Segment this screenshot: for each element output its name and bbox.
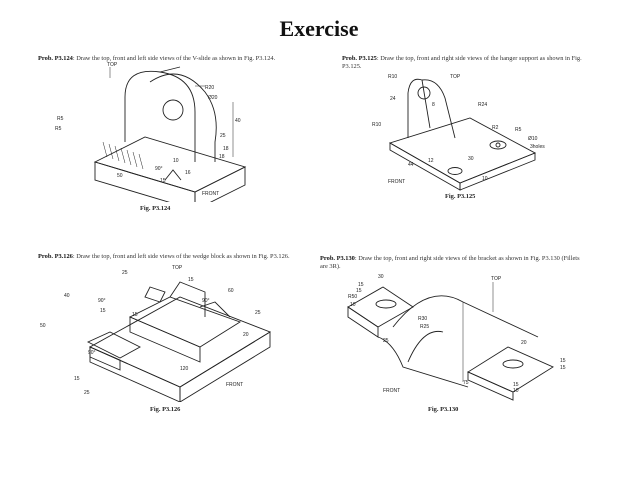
- problem-text: : Draw the top, front and left side view…: [72, 253, 290, 260]
- label-50: 50: [117, 173, 123, 179]
- label-15b: 15: [100, 308, 106, 314]
- label-10b: 10: [513, 388, 519, 394]
- label-front: FRONT: [202, 191, 219, 197]
- label-r10: R10: [388, 74, 397, 80]
- label-d20: Ø20: [208, 95, 218, 101]
- label-10: 10: [173, 158, 179, 164]
- page-title: Exercise: [279, 16, 359, 41]
- problem-id: Prob. P3.125: [342, 55, 377, 62]
- figure-caption: Fig. P3.126: [150, 406, 181, 413]
- problem-text: : Draw the top, front and left side view…: [72, 55, 276, 62]
- figure-caption: Fig. P3.130: [428, 406, 459, 413]
- label-r5b: R5: [55, 126, 62, 132]
- label-15c: 15: [132, 312, 138, 318]
- problem-text: : Draw the top, front and right side vie…: [342, 55, 582, 70]
- label-15: 15: [188, 277, 194, 283]
- label-r10b: R10: [372, 122, 381, 128]
- label-r50: R50: [348, 294, 357, 300]
- label-90c: 90°: [88, 350, 96, 356]
- label-75: 75: [463, 380, 469, 386]
- label-15b: 15: [356, 288, 362, 294]
- problem-text: : Draw the top, front and right side vie…: [320, 255, 580, 270]
- label-15: 15: [358, 282, 364, 288]
- label-60: 60: [228, 288, 234, 294]
- label-120: 120: [180, 366, 189, 372]
- problem-id: Prob. P3.126: [38, 253, 73, 260]
- label-r24: R24: [478, 102, 487, 108]
- label-30: 30: [468, 156, 474, 162]
- label-40: 40: [235, 118, 241, 124]
- label-r20: R20: [205, 85, 214, 91]
- label-top: TOP: [172, 265, 183, 271]
- problem-statement-p3-124: Prob. P3.124: Draw the top, front and le…: [38, 55, 278, 63]
- wedge-block-drawing: TOP 25 15 60 40 90° 90° 15 15 25 20 50 9…: [40, 265, 272, 402]
- label-50: 50: [40, 323, 46, 329]
- label-r25: R25: [420, 324, 429, 330]
- label-3holes: 3holes: [530, 144, 545, 150]
- problem-statement-p3-130: Prob. P3.130: Draw the top, front and ri…: [320, 255, 582, 270]
- label-12: 12: [428, 158, 434, 164]
- label-10: 10: [350, 302, 356, 308]
- label-24: 24: [390, 96, 396, 102]
- problem-statement-p3-125: Prob. P3.125: Draw the top, front and ri…: [342, 55, 582, 70]
- label-90a: 90°: [98, 298, 106, 304]
- bracket-drawing: TOP 30 15 15 R50 10 R30 R25 25 20 15 15 …: [347, 274, 566, 401]
- label-20: 20: [243, 332, 249, 338]
- label-front: FRONT: [383, 388, 400, 394]
- label-8: 8: [432, 102, 435, 108]
- label-25: 25: [383, 338, 389, 344]
- hanger-support-drawing: R10 TOP 24 8 R24 R10 R2 R5 Ø10 3holes 30…: [372, 74, 545, 191]
- label-40: 40: [64, 293, 70, 299]
- problem-statement-p3-126: Prob. P3.126: Draw the top, front and le…: [38, 253, 308, 261]
- figure-caption: Fig. P3.124: [140, 205, 171, 212]
- label-18b: 18: [219, 154, 225, 160]
- label-r30: R30: [418, 316, 427, 322]
- label-90b: 90°: [202, 298, 210, 304]
- label-15c: 15: [560, 358, 566, 364]
- label-top: TOP: [491, 276, 502, 282]
- label-r2: R2: [492, 125, 499, 131]
- label-25: 25: [122, 270, 128, 276]
- v-slide-drawing: TOP R20 Ø20 R5 R5 40 25 18 18 10 16 15 5…: [55, 62, 247, 202]
- label-30: 30: [378, 274, 384, 280]
- label-25b: 25: [255, 310, 261, 316]
- label-front: FRONT: [226, 382, 243, 388]
- label-top: TOP: [107, 62, 118, 68]
- label-18: 18: [223, 146, 229, 152]
- label-25c: 25: [84, 390, 90, 396]
- label-front: FRONT: [388, 179, 405, 185]
- label-16: 16: [185, 170, 191, 176]
- label-25: 25: [220, 133, 226, 139]
- label-20: 20: [521, 340, 527, 346]
- label-10b: 10: [482, 176, 488, 182]
- label-15d: 15: [560, 365, 566, 371]
- problem-id: Prob. P3.130: [320, 255, 355, 262]
- label-44: 44: [408, 162, 414, 168]
- label-r5: R5: [57, 116, 64, 122]
- label-15d: 15: [74, 376, 80, 382]
- label-d10: Ø10: [528, 136, 538, 142]
- label-top: TOP: [450, 74, 461, 80]
- label-15e: 15: [513, 382, 519, 388]
- problem-id: Prob. P3.124: [38, 55, 73, 62]
- label-r5: R5: [515, 127, 522, 133]
- label-angle: 90°: [155, 166, 163, 172]
- label-15: 15: [160, 178, 166, 184]
- figure-caption: Fig. P3.125: [445, 193, 476, 200]
